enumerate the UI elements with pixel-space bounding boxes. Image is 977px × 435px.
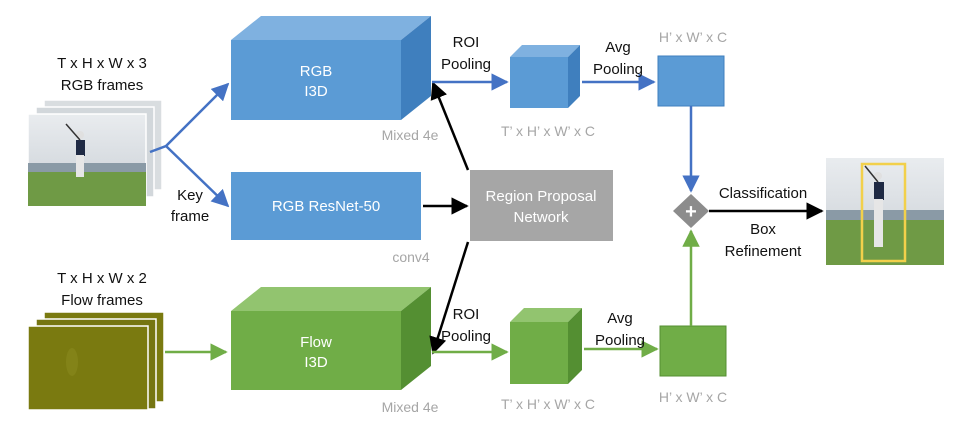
pooled-feature-bottom (659, 325, 727, 377)
flow-frames-label: Flow frames (61, 292, 143, 309)
mixed-4e-bottom-label: Mixed 4e (382, 399, 439, 415)
key-frame-label-2: frame (171, 208, 209, 225)
rgb-dims-label: T x H x W x 3 (57, 55, 147, 72)
conv4-label: conv4 (392, 249, 430, 265)
mixed-4e-top-label: Mixed 4e (382, 127, 439, 143)
roi-dims-top-label: T’ x H’ x W’ x C (501, 123, 595, 139)
flow-i3d-label-1: Flow (300, 334, 332, 351)
pool-dims-bottom-label: H’ x W’ x C (659, 389, 727, 405)
rgb-input-frames (27, 99, 163, 207)
roi-bottom-label-1: ROI (453, 306, 480, 323)
roi-dims-bottom-label: T’ x H’ x W’ x C (501, 396, 595, 412)
avg-top-label-2: Pooling (593, 61, 643, 78)
region-proposal-network-block (470, 170, 613, 241)
sum-node (673, 194, 709, 228)
flow-dims-label: T x H x W x 2 (57, 270, 147, 287)
flow-i3d-block (231, 287, 431, 390)
box-refinement-label-1: Box (750, 221, 776, 238)
flow-i3d-label-2: I3D (304, 354, 328, 371)
pool-dims-top-label: H’ x W’ x C (659, 29, 727, 45)
pooled-feature-top (657, 55, 725, 107)
input-arrows (149, 82, 230, 361)
rpn-arrows (423, 81, 470, 355)
box-refinement-label-2: Refinement (725, 243, 803, 260)
rgb-frames-label: RGB frames (61, 77, 144, 94)
roi-feature-cube-bottom (510, 308, 582, 384)
avg-top-label-1: Avg (605, 39, 631, 56)
rgb-i3d-label-2: I3D (304, 83, 328, 100)
plus-icon: + (685, 201, 697, 223)
roi-bottom-label-2: Pooling (441, 328, 491, 345)
roi-feature-cube-top (510, 45, 580, 108)
rpn-label-2: Network (513, 209, 569, 226)
rgb-i3d-block (231, 16, 431, 120)
flow-input-frames (27, 311, 165, 411)
key-frame-label-1: Key (177, 187, 203, 204)
rgb-i3d-label-1: RGB (300, 63, 333, 80)
rgb-resnet-label: RGB ResNet-50 (272, 198, 380, 215)
detection-bounding-box (860, 162, 907, 263)
rgb-resnet-block (231, 172, 421, 240)
avg-bottom-label-1: Avg (607, 310, 633, 327)
classification-label: Classification (719, 185, 807, 202)
avg-bottom-label-2: Pooling (595, 332, 645, 349)
output-frame (826, 158, 944, 265)
rpn-label-1: Region Proposal (486, 188, 597, 205)
roi-top-label-2: Pooling (441, 56, 491, 73)
roi-top-label-1: ROI (453, 34, 480, 51)
golfer-figure (65, 123, 85, 177)
